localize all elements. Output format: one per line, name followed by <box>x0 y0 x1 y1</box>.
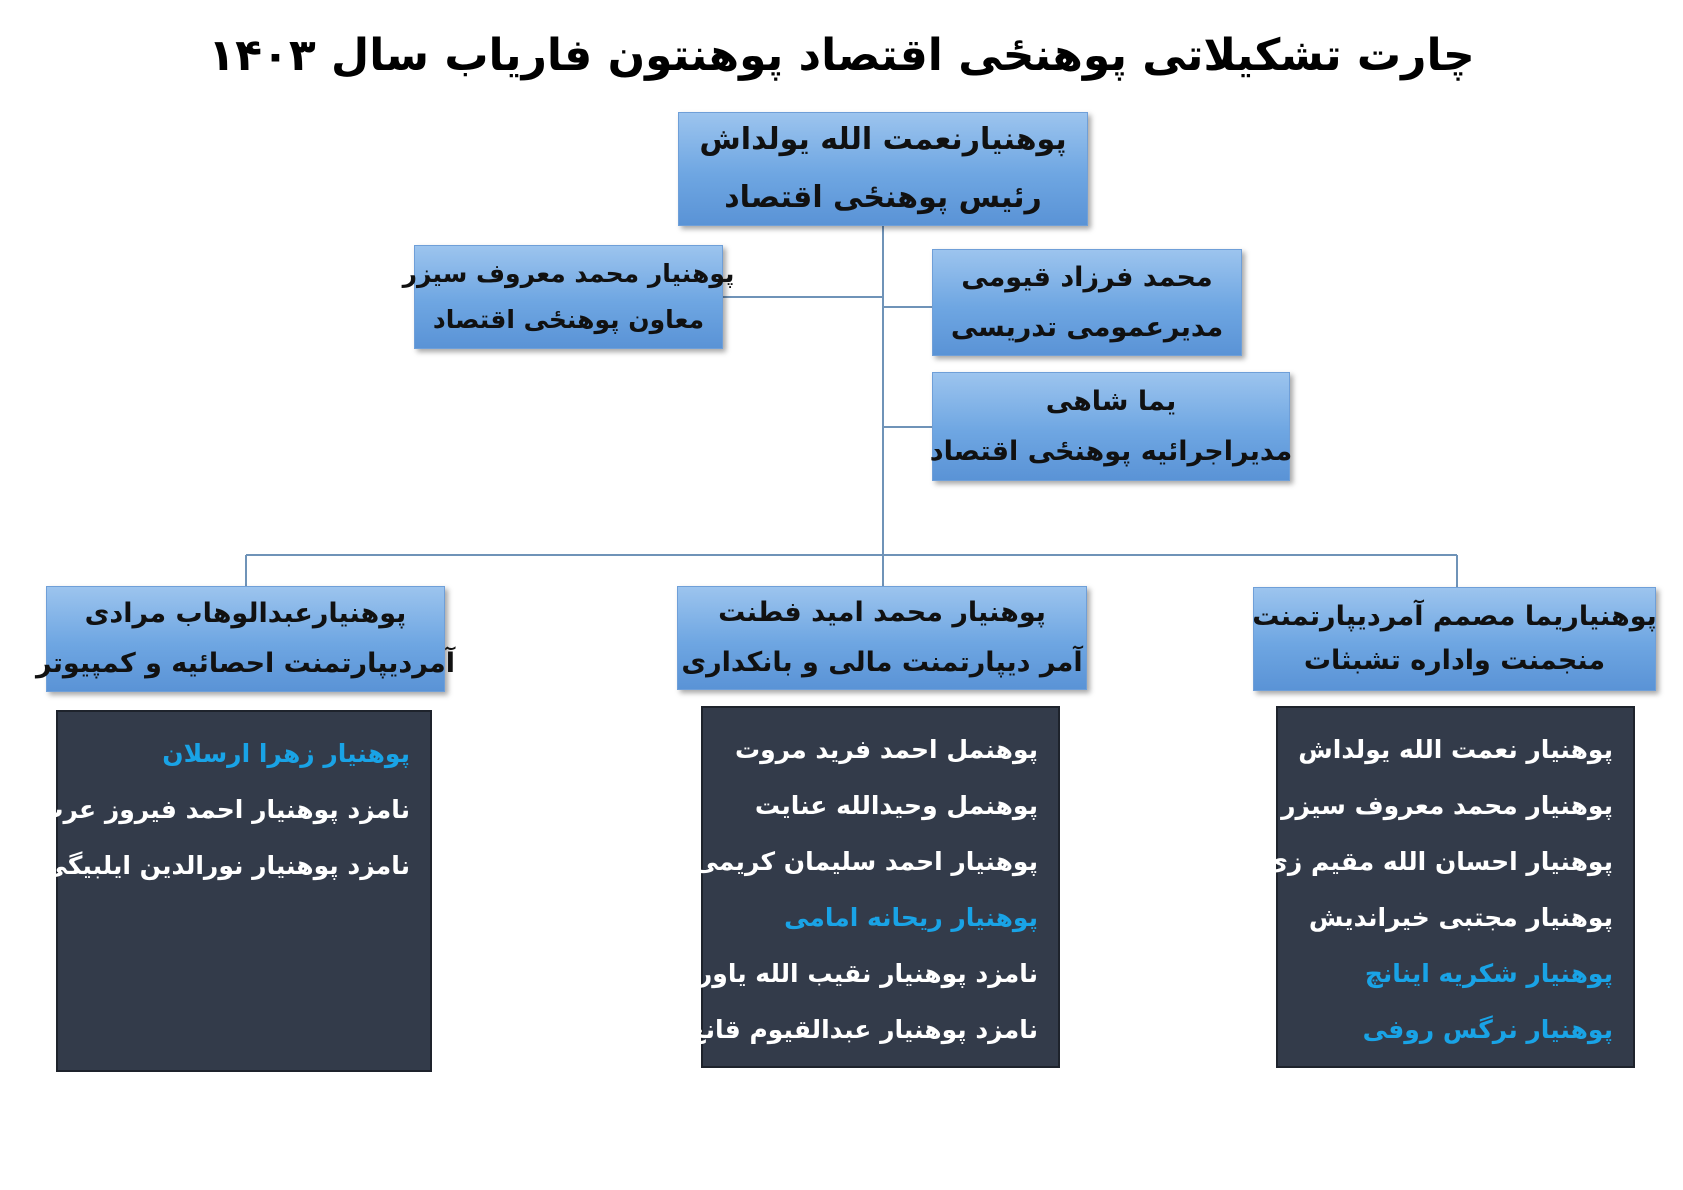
exec-manager-box: یما شاهی مدیراجرائیه پوهنځی اقتصاد <box>929 372 1293 481</box>
dept-head-role: آمر دیپارتمنت مالی و بانکداری <box>681 647 1083 678</box>
dept-management-head-box: پوهنیاریما مصمم آمردیپارتمنت منجمنت وادا… <box>1252 587 1657 691</box>
dept-head-role: آمردیپارتمنت احصائیه و کمپیوتر <box>36 648 455 679</box>
member-name: نامزد پوهنیار نقیب الله یاوری <box>674 959 1038 988</box>
member-name: پوهنیار شکریه اینانچ <box>1364 959 1613 988</box>
dept-head-name: پوهنیار محمد امید فطنت <box>718 597 1046 628</box>
member-name: پوهنیار ریحانه امامی <box>784 903 1038 932</box>
member-name: نامزد پوهنیار نورالدین ایلبیگی <box>42 851 410 880</box>
academic-director-name: محمد فرزاد قیومی <box>961 261 1213 293</box>
dept-stats-members: پوهنیار زهرا ارسلان نامزد پوهنیار احمد ف… <box>38 710 432 1072</box>
member-name: نامزد پوهنیار احمد فیروز عرب <box>38 795 410 824</box>
academic-director-box: محمد فرزاد قیومی مدیرعمومی تدریسی <box>932 249 1242 356</box>
dean-box: پوهنیارنعمت الله یولداش رئیس پوهنځی اقتص… <box>678 112 1088 226</box>
deputy-role: معاون پوهنځی اقتصاد <box>432 305 705 334</box>
dean-role: رئیس پوهنځی اقتصاد <box>724 180 1042 215</box>
dept-head-name: پوهنیارعبدالوهاب مرادی <box>84 598 407 629</box>
dept-head-role: منجمنت واداره تشبثات <box>1303 645 1606 676</box>
deputy-name: پوهنیار محمد معروف سیزر <box>402 259 735 288</box>
member-name: پوهنمل وحیدالله عنایت <box>754 791 1038 820</box>
deputy-box: پوهنیار محمد معروف سیزر معاون پوهنځی اقت… <box>403 245 734 349</box>
dept-finance-head-box: پوهنیار محمد امید فطنت آمر دیپارتمنت مال… <box>677 586 1087 690</box>
member-name: پوهنیار محمد معروف سیزر <box>1281 791 1613 820</box>
academic-director-role: مدیرعمومی تدریسی <box>950 311 1224 343</box>
member-name: پوهنیار نعمت الله یولداش <box>1298 735 1613 764</box>
member-name: پوهنیار زهرا ارسلان <box>162 739 410 768</box>
member-name: پوهنیار نرگس روفی <box>1362 1015 1613 1044</box>
dean-name: پوهنیارنعمت الله یولداش <box>699 122 1067 157</box>
dept-head-name: پوهنیاریما مصمم آمردیپارتمنت <box>1252 601 1657 632</box>
member-name: پوهنیار احسان الله مقیم زی <box>1264 847 1613 876</box>
chart-title: چارت تشکیلاتی پوهنځی اقتصاد پوهنتون فاری… <box>208 30 1475 81</box>
member-name: نامزد پوهنیار عبدالقیوم قانع <box>688 1015 1038 1044</box>
member-name: پوهنیار مجتبی خیراندیش <box>1308 903 1613 932</box>
dept-management-members: پوهنیار نعمت الله یولداش پوهنیار محمد مع… <box>1264 706 1635 1068</box>
exec-manager-name: یما شاهی <box>1045 385 1177 417</box>
dept-finance-members: پوهنمل احمد فرید مروت پوهنمل وحیدالله عن… <box>674 706 1060 1068</box>
dept-stats-head-box: پوهنیارعبدالوهاب مرادی آمردیپارتمنت احصا… <box>36 586 455 692</box>
exec-manager-role: مدیراجرائیه پوهنځی اقتصاد <box>929 435 1293 467</box>
member-name: پوهنیار احمد سلیمان کریمی <box>693 847 1039 876</box>
member-name: پوهنمل احمد فرید مروت <box>734 735 1038 764</box>
